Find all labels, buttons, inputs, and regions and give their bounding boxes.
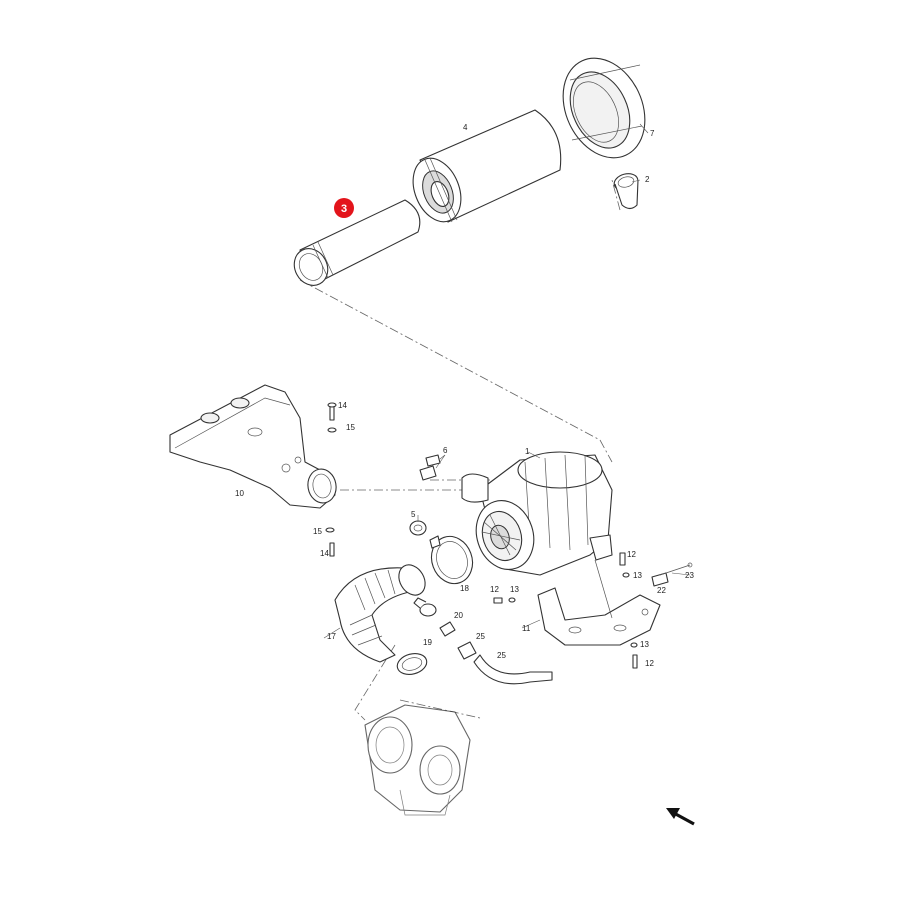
callout-25a: 25: [476, 632, 485, 641]
callout-12b: 12: [490, 585, 499, 594]
callout-10: 10: [235, 489, 244, 498]
callout-13b: 13: [510, 585, 519, 594]
callout-17: 17: [327, 632, 336, 641]
callout-25b: 25: [497, 651, 506, 660]
part-17-intake-hose[interactable]: [334, 560, 430, 663]
callout-13a: 13: [633, 571, 642, 580]
callout-6: 6: [443, 446, 448, 455]
callout-19: 19: [423, 638, 432, 647]
callout-2: 2: [645, 175, 650, 184]
callout-22: 22: [657, 586, 666, 595]
part-23-sensor-lead[interactable]: [659, 562, 693, 576]
part-3-safety-filter[interactable]: [288, 199, 421, 291]
callout-leaders: [323, 123, 691, 639]
part-2-vacuator-valve[interactable]: [612, 171, 639, 210]
callout-14a: 14: [338, 401, 347, 410]
callout-18: 18: [460, 584, 469, 593]
part-5-sensor[interactable]: [409, 520, 427, 536]
part-18-clamp-ring[interactable]: [425, 531, 479, 590]
callout-5: 5: [411, 510, 416, 519]
assembly-centerlines: [299, 179, 621, 721]
callout-1: 1: [525, 447, 530, 456]
callout-14b: 14: [320, 549, 329, 558]
part-4-primary-filter[interactable]: [404, 109, 562, 229]
part-19-hose-clamp[interactable]: [395, 650, 429, 677]
part-1-air-cleaner-housing[interactable]: [461, 451, 613, 577]
callout-15a: 15: [346, 423, 355, 432]
fasteners: [325, 402, 638, 669]
callout-15b: 15: [313, 527, 322, 536]
direction-arrow-icon: [666, 808, 695, 826]
highlight-badge[interactable]: [334, 198, 354, 218]
part-20-adapter[interactable]: [413, 597, 437, 617]
callout-12c: 12: [645, 659, 654, 668]
callout-20: 20: [454, 611, 463, 620]
part-7-end-cap[interactable]: [548, 45, 661, 171]
callout-7: 7: [650, 129, 655, 138]
callout-11: 11: [522, 624, 531, 633]
part-25-breather-hose[interactable]: [439, 621, 553, 685]
part-11-mounting-bracket[interactable]: [537, 559, 661, 646]
callout-12a: 12: [627, 550, 636, 559]
callout-4: 4: [463, 123, 468, 132]
callout-23: 23: [685, 571, 694, 580]
callout-labels: 1 2 4 5 6 7 10 11 12 12 12 13 13 13 14 1…: [235, 123, 694, 668]
callout-13c: 13: [640, 640, 649, 649]
part-10-intake-plenum[interactable]: [169, 384, 339, 509]
part-6-clip[interactable]: [419, 454, 441, 481]
reference-turbocharger: [364, 704, 471, 816]
highlight-label: 3: [341, 203, 347, 215]
